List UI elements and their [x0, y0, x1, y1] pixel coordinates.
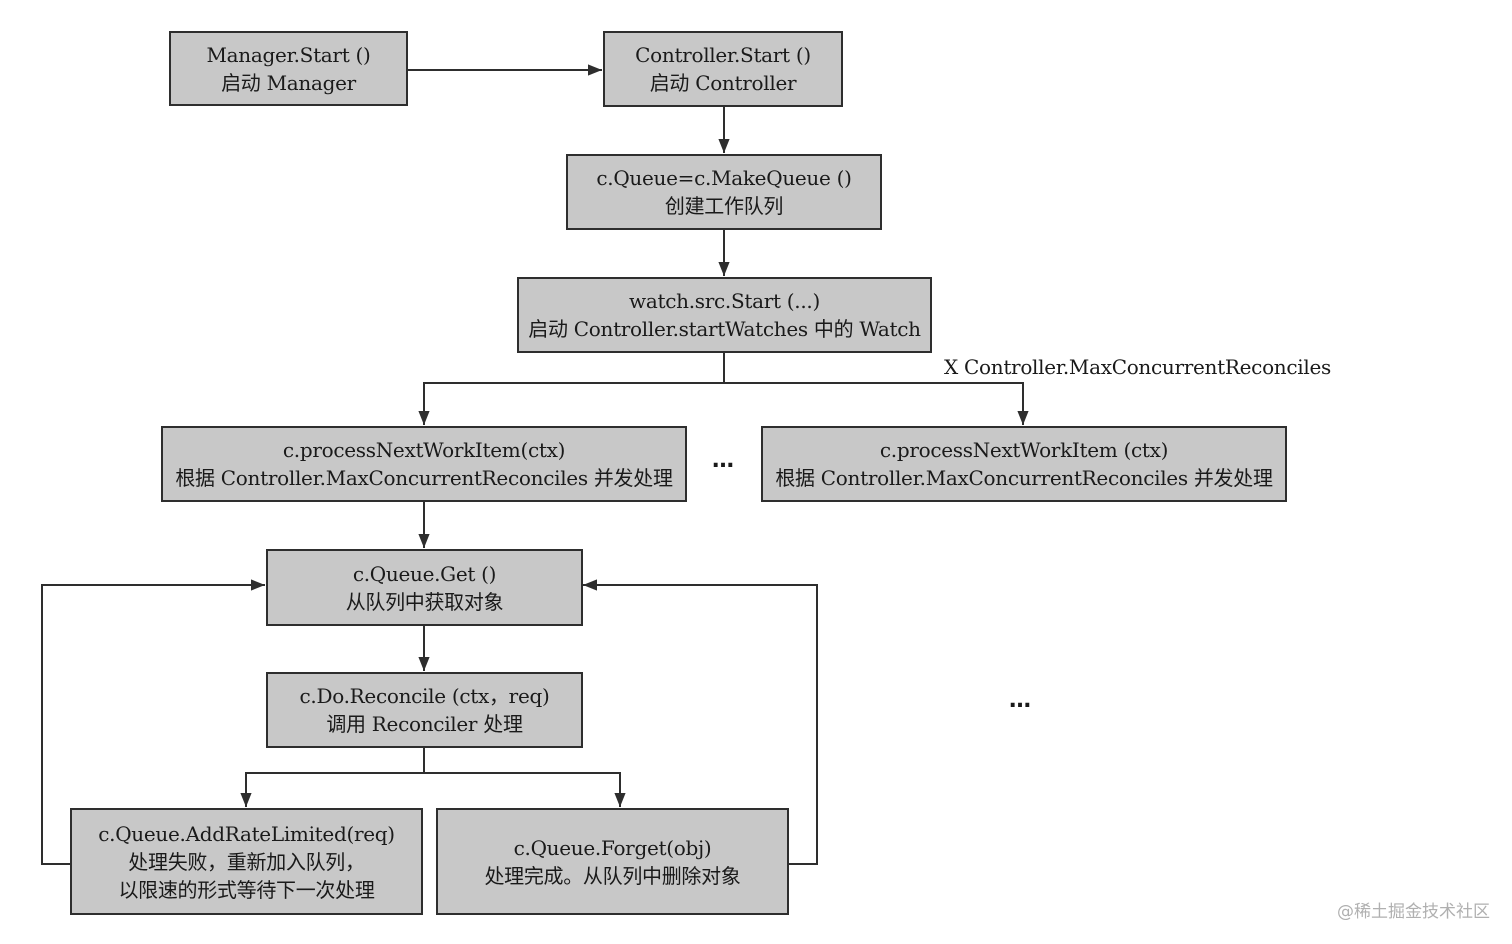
do-reconcile-box: c.Do.Reconcile (ctx，req) 调用 Reconciler 处… [266, 672, 583, 748]
process-next-left-title: c.processNextWorkItem(ctx) [282, 438, 566, 462]
arrow-reconcile-to-forget [424, 772, 626, 807]
watermark: @稀土掘金技术社区 [1337, 902, 1490, 922]
make-queue-desc: 创建工作队列 [664, 194, 784, 218]
queue-get-title: c.Queue.Get () [352, 561, 497, 586]
process-next-right-box: c.processNextWorkItem (ctx) 根据 Controlle… [761, 426, 1287, 502]
watch-start-box: watch.src.Start (...) 启动 Controller.star… [517, 277, 932, 353]
controller-start-box: Controller.Start () 启动 Controller [603, 31, 843, 107]
add-rate-limited-desc: 处理失败，重新加入队列， [128, 849, 365, 874]
manager-start-box: Manager.Start () 启动 Manager [169, 31, 408, 106]
process-next-left-box: c.processNextWorkItem(ctx) 根据 Controller… [161, 426, 687, 502]
do-reconcile-desc: 调用 Reconciler 处理 [326, 712, 523, 736]
controller-start-desc: 启动 Controller [649, 71, 797, 95]
ellipsis-middle: … [712, 448, 734, 473]
manager-start-title: Manager.Start () [206, 42, 371, 67]
arrow-reconcile-to-addratelimited [240, 748, 425, 807]
arrow-watch-to-process-left [418, 353, 725, 425]
manager-start-desc: 启动 Manager [221, 70, 356, 95]
forget-box: c.Queue.Forget(obj) 处理完成。从队列中删除对象 [436, 808, 789, 915]
add-rate-limited-desc2: 以限速的形式等待下一次处理 [118, 877, 375, 902]
add-rate-limited-box: c.Queue.AddRateLimited(req) 处理失败，重新加入队列，… [70, 808, 423, 915]
controller-start-title: Controller.Start () [635, 43, 811, 67]
queue-get-box: c.Queue.Get () 从队列中获取对象 [266, 549, 583, 626]
arrow-watch-to-process-right [724, 382, 1029, 425]
loop-forget-to-queueget [583, 579, 818, 865]
queue-get-desc: 从队列中获取对象 [345, 589, 504, 614]
loop-addratelimited-to-queueget [41, 579, 265, 865]
ellipsis-right: … [1009, 688, 1031, 713]
process-next-right-title: c.processNextWorkItem (ctx) [879, 438, 1169, 462]
watch-start-title: watch.src.Start (...) [629, 289, 820, 313]
do-reconcile-title: c.Do.Reconcile (ctx，req) [299, 684, 550, 708]
process-next-right-desc: 根据 Controller.MaxConcurrentReconciles 并发… [775, 466, 1273, 490]
forget-title: c.Queue.Forget(obj) [513, 835, 712, 860]
process-next-left-desc: 根据 Controller.MaxConcurrentReconciles 并发… [175, 466, 673, 490]
multiplier-label: X Controller.MaxConcurrentReconciles [944, 355, 1331, 379]
forget-desc: 处理完成。从队列中删除对象 [484, 863, 741, 888]
make-queue-title: c.Queue=c.MakeQueue () [596, 166, 852, 190]
make-queue-box: c.Queue=c.MakeQueue () 创建工作队列 [566, 154, 882, 230]
watch-start-desc: 启动 Controller.startWatches 中的 Watch [528, 317, 921, 341]
add-rate-limited-title: c.Queue.AddRateLimited(req) [98, 821, 395, 846]
